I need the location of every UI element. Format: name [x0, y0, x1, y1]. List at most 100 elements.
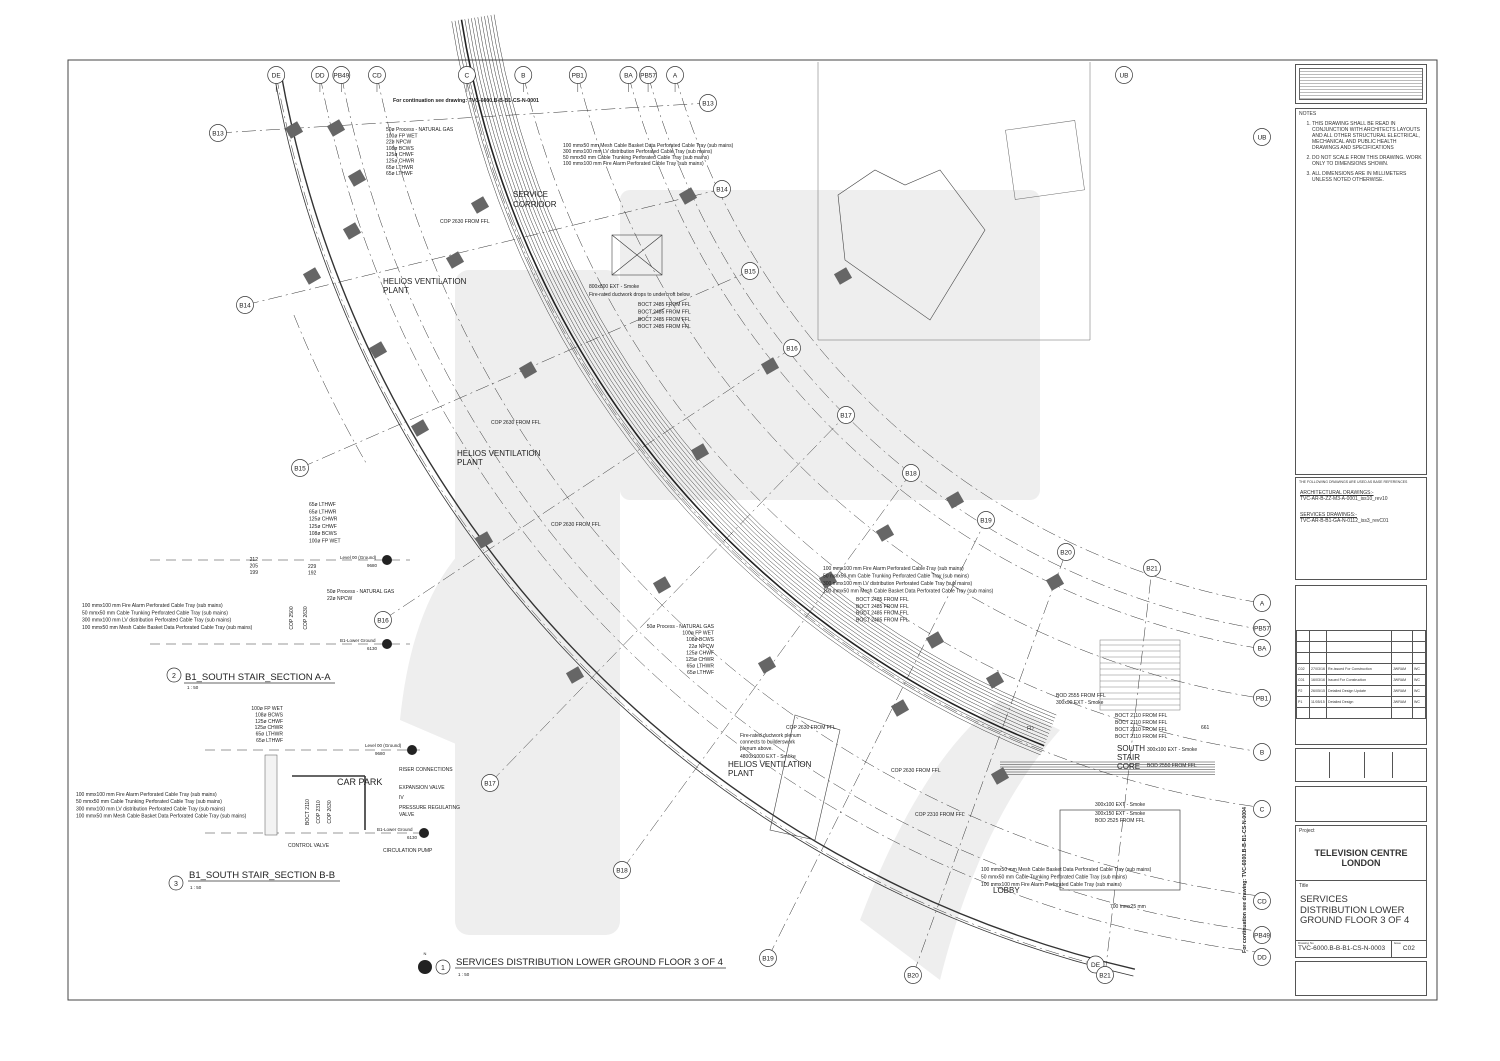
grid-line-B19 — [767, 519, 987, 959]
grid-top-C-bubble — [458, 66, 476, 84]
column — [302, 267, 322, 285]
level-label: BOCT 2110 FROM FFL — [1115, 720, 1168, 726]
grid-top-PB57-bubble — [639, 66, 657, 84]
grid-B15-inner-bubble — [741, 262, 759, 280]
service-label: 65ø LTHWR — [309, 509, 337, 515]
level-label: BOCT 2485 FROM FFL — [638, 302, 691, 308]
grid-B14-outer-bubble — [236, 296, 254, 314]
column — [690, 443, 710, 461]
duct-label: 300x100 EXT - Smoke — [1147, 747, 1197, 753]
north-arrow-icon — [418, 960, 432, 974]
grid-B18-outer-label: B18 — [616, 868, 628, 875]
dimension-label: 212 — [250, 557, 259, 563]
service-label: 108ø BCWS — [309, 531, 337, 537]
service-label: 100ø FP WET — [251, 706, 283, 712]
info-cells — [1295, 748, 1427, 782]
service-run — [467, 18, 1047, 740]
grid-B19-outer-label: B19 — [762, 956, 774, 963]
view-title: SERVICES DISTRIBUTION LOWER GROUND FLOOR… — [456, 957, 723, 968]
duct-label: 4800x1000 EXT - Smoke — [740, 754, 796, 760]
references-heading: THE FOLLOWING DRAWINGS ARE USED AS BASE … — [1299, 480, 1408, 484]
grid-right-A-label: A — [1260, 601, 1265, 608]
grid-line-UB — [293, 314, 367, 464]
duct-note: Fire-rated ductwork drops to undercroft … — [589, 292, 690, 298]
level-value: 6130 — [407, 835, 418, 840]
north-label: N — [424, 951, 427, 956]
grid-B13-outer-bubble — [209, 124, 227, 142]
section-scale: 1 : 50 — [187, 685, 199, 690]
grid-B21-outer-label: B21 — [1099, 973, 1111, 980]
grid-line-DD — [319, 74, 1256, 953]
level-label: BOCT 2485 FROM FFL — [856, 597, 909, 603]
services-ref: TVC-AR-B-B1-GA-N-0112_iss3_revC01 — [1300, 518, 1389, 524]
dimension-label: COP 2500 — [289, 606, 295, 629]
grid-top-B-bubble — [514, 66, 533, 84]
column — [326, 119, 346, 137]
grid-line-C — [466, 74, 1256, 807]
column — [470, 196, 490, 214]
dimension-label: BOCT 2110 — [305, 799, 311, 825]
revision-date: 16/03/16 — [1309, 674, 1327, 686]
building-outline — [1005, 120, 1085, 200]
service-run — [493, 14, 1057, 716]
service-label: 100ø FP WET — [386, 133, 418, 139]
grid-top-PB57-label: PB57 — [640, 73, 656, 80]
section-number: 2 — [172, 673, 176, 680]
callout-label: PRESSURE REGULATING — [399, 805, 460, 811]
grid-line-B17 — [489, 414, 847, 784]
service-label: 125ø CHWR — [309, 517, 338, 523]
service-label: 125ø CHWF — [255, 719, 283, 725]
continuation-note-right: For continuation see drawing: TVC-6000.B… — [1242, 807, 1248, 953]
grid-B17-outer-bubble — [481, 774, 499, 792]
column — [818, 571, 838, 589]
level-label: BOCT 2485 FROM FFL — [856, 604, 909, 610]
service-run — [464, 19, 1046, 743]
cable-tray-label: 100 mmx50 mm Mesh Cable Basket Data Perf… — [76, 814, 247, 820]
service-run — [484, 16, 1053, 725]
dimension-label: 661 — [1201, 725, 1210, 731]
grid-B21-inner-label: B21 — [1146, 566, 1158, 573]
grid-B18-outer-bubble — [613, 861, 631, 879]
revision-by: JWRAM — [1391, 685, 1413, 697]
grid-B21-outer-bubble — [1096, 966, 1114, 984]
column — [410, 419, 430, 437]
dimension-label: 229 — [308, 564, 317, 570]
level-label: BOD 2555 FROM FFL — [1056, 693, 1106, 699]
revision-rev: P1 — [1296, 696, 1310, 708]
column — [342, 222, 362, 240]
note-1: THIS DRAWING SHALL BE READ IN CONJUNCTIO… — [1312, 121, 1424, 151]
note-2: DO NOT SCALE FROM THIS DRAWING. WORK ONL… — [1312, 155, 1424, 167]
grid-B20-inner-label: B20 — [1060, 550, 1072, 557]
grid-right-DD-bubble — [1253, 948, 1271, 966]
grid-right-PB49-bubble — [1253, 926, 1271, 944]
grid-B17-inner-label: B17 — [840, 413, 852, 420]
service-label: 22ø NPCW — [327, 596, 353, 602]
grid-line-B21 — [1104, 567, 1153, 976]
fire-damper-label: FD — [1027, 726, 1034, 732]
level-label: Level 00 (Ground) — [365, 743, 402, 748]
service-label: 65ø LTHWR — [386, 165, 414, 171]
service-label: 125ø CHWR — [686, 657, 715, 663]
view-number-circle — [435, 959, 451, 975]
grid-top-C-label: C — [465, 73, 470, 80]
grid-B16-inner-bubble — [783, 339, 801, 357]
level-label: BOCT 2485 FROM FFL — [638, 324, 691, 330]
level-label: BOCT 2485 FROM FFL — [638, 317, 691, 323]
revision-date: 11/05/15 — [1309, 696, 1327, 708]
grid-line-CD — [376, 74, 1256, 896]
level-label: COP 2630 FROM FFL — [786, 725, 836, 731]
issue-label: Issue — [1393, 941, 1401, 945]
lift-core — [1059, 809, 1181, 891]
cable-tray-label: 300 mmx100 mm LV distribution Perforated… — [563, 149, 712, 155]
room-label-service-corridor: SERVICE — [513, 190, 548, 199]
service-label: 65ø LTHWF — [687, 670, 714, 676]
level-label: BOCT 2485 FROM FFL — [638, 309, 691, 315]
view-number: 1 — [441, 965, 445, 972]
drawing-no-label: Drawing No — [1298, 941, 1314, 945]
service-label: 65ø LTHWR — [687, 664, 715, 670]
